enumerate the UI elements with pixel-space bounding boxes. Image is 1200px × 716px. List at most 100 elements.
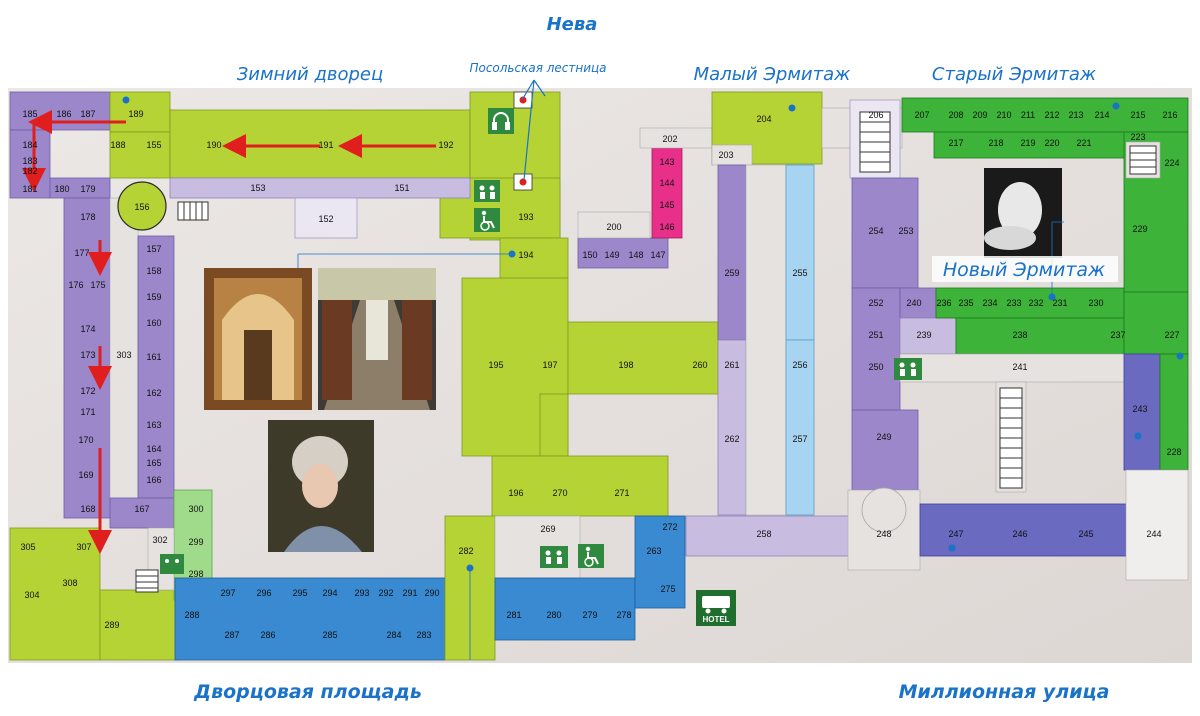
room-302: 302 [152,535,167,545]
ambassador-stairs-marker [513,79,546,191]
room-245: 245 [1078,529,1093,539]
room-215: 215 [1130,110,1145,120]
label-ambassador-stairs: Посольская лестница [469,61,606,75]
room-235: 235 [958,298,973,308]
room-298: 298 [188,569,203,579]
room-285: 285 [322,630,337,640]
room-272: 272 [662,522,677,532]
room-229: 229 [1132,224,1147,234]
room-182: 182 [22,166,37,176]
room-208: 208 [948,110,963,120]
room-280: 280 [546,610,561,620]
room-218: 218 [988,138,1003,148]
room-290: 290 [424,588,439,598]
room-270: 270 [552,488,567,498]
room-293: 293 [354,588,369,598]
room-308: 308 [62,578,77,588]
room-202: 202 [662,134,677,144]
room-228: 228 [1166,447,1181,457]
room-168: 168 [80,504,95,514]
room-271: 271 [614,488,629,498]
room-171: 171 [80,407,95,417]
room-numbers: 185 186 187 189 184 188 155 183 182 181 … [20,109,1181,640]
room-304: 304 [24,590,39,600]
room-162: 162 [146,388,161,398]
route-arrows [22,110,436,554]
room-210: 210 [996,110,1011,120]
room-175: 175 [90,280,105,290]
room-164: 164 [146,444,161,454]
bus-icon [696,590,736,626]
room-183: 183 [22,156,37,166]
label-millionnaya-street: Миллионная улица [899,681,1110,703]
room-295: 295 [292,588,307,598]
room-190: 190 [206,140,221,150]
room-200: 200 [606,222,621,232]
room-246: 246 [1012,529,1027,539]
room-156: 156 [134,202,149,212]
label-new-hermitage: Новый Эрмитаж [943,259,1105,281]
wheelchair-icon [578,544,604,568]
room-261: 261 [724,360,739,370]
room-283: 283 [416,630,431,640]
room-254: 254 [868,226,883,236]
interior-photo-1 [204,268,312,410]
room-152: 152 [318,214,333,224]
room-211: 211 [1021,110,1035,120]
room-292: 292 [378,588,393,598]
elevator-icon [474,180,500,202]
room-157: 157 [146,244,161,254]
room-209: 209 [972,110,987,120]
room-230: 230 [1088,298,1103,308]
room-252: 252 [868,298,883,308]
room-248: 248 [876,529,891,539]
room-284: 284 [386,630,401,640]
room-278: 278 [616,610,631,620]
room-281: 281 [506,610,521,620]
elevator-icon [160,554,184,574]
room-289: 289 [104,620,119,630]
room-207: 207 [914,110,929,120]
room-296: 296 [256,588,271,598]
label-palace-square: Дворцовая площадь [193,681,422,703]
room-240: 240 [906,298,921,308]
room-148: 148 [628,250,643,260]
room-253: 253 [898,226,913,236]
small-hermitage-block [685,91,857,557]
room-185: 185 [22,109,37,119]
room-279: 279 [582,610,597,620]
room-143: 143 [659,157,674,167]
label-small-hermitage: Малый Эрмитаж [694,64,851,85]
room-172: 172 [80,386,95,396]
hotel-label: HOTEL [702,615,729,624]
room-195: 195 [488,360,503,370]
room-249: 249 [876,432,891,442]
room-227: 227 [1164,330,1179,340]
room-193: 193 [518,212,533,222]
room-213: 213 [1068,110,1083,120]
label-neva: Нева [547,14,598,35]
stairs-icon [135,111,1157,593]
portrait-painting [268,420,374,552]
sculpture-photo [984,168,1062,258]
room-236: 236 [936,298,951,308]
room-220: 220 [1044,138,1059,148]
room-243: 243 [1132,404,1147,414]
room-231: 231 [1052,298,1067,308]
room-184: 184 [22,140,37,150]
room-294: 294 [322,588,337,598]
room-153: 153 [250,183,265,193]
elevator-icon [540,546,568,568]
room-147: 147 [650,250,665,260]
room-206: 206 [868,110,883,120]
room-194: 194 [518,250,533,260]
room-219: 219 [1020,138,1035,148]
room-170: 170 [78,435,93,445]
room-163: 163 [146,420,161,430]
room-262: 262 [724,434,739,444]
room-181: 181 [22,184,37,194]
room-223: 223 [1130,132,1145,142]
room-204: 204 [756,114,771,124]
interior-photo-2 [318,268,436,410]
